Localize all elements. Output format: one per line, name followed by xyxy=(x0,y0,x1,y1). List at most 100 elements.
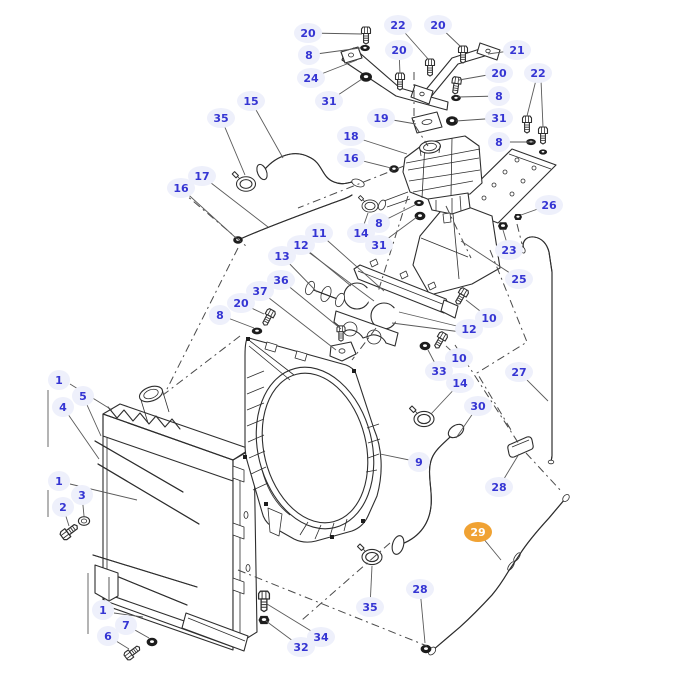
part-callout-8[interactable]: 8 xyxy=(209,305,231,325)
vent-pipe xyxy=(520,236,555,465)
svg-text:15: 15 xyxy=(243,95,258,108)
bolt-22 xyxy=(424,58,436,77)
part-callout-3[interactable]: 3 xyxy=(71,485,93,505)
leader-line xyxy=(302,247,375,302)
svg-text:28: 28 xyxy=(491,481,506,494)
bolt-22 xyxy=(521,115,533,134)
part-callout-31[interactable]: 31 xyxy=(315,91,343,111)
part-callout-22[interactable]: 22 xyxy=(524,63,552,83)
part-callout-10[interactable]: 10 xyxy=(445,348,473,368)
connection-rail-assembly xyxy=(305,258,459,362)
svg-text:8: 8 xyxy=(216,309,224,322)
part-callout-16[interactable]: 16 xyxy=(337,148,365,168)
part-callout-1[interactable]: 1 xyxy=(48,471,70,491)
part-callout-20[interactable]: 20 xyxy=(227,293,255,313)
part-callout-19[interactable]: 19 xyxy=(367,108,395,128)
part-callout-21[interactable]: 21 xyxy=(503,40,531,60)
svg-text:12: 12 xyxy=(461,323,476,336)
leader-line xyxy=(250,100,284,159)
svg-text:2: 2 xyxy=(59,501,67,514)
part-callout-12[interactable]: 12 xyxy=(287,235,315,255)
leader-line xyxy=(259,290,337,351)
part-callout-7[interactable]: 7 xyxy=(115,615,137,635)
svg-text:8: 8 xyxy=(495,136,503,149)
svg-text:13: 13 xyxy=(274,250,289,263)
washer-7 xyxy=(146,637,158,647)
svg-text:16: 16 xyxy=(173,182,189,195)
clamp-35 xyxy=(231,171,257,192)
part-callout-8[interactable]: 8 xyxy=(298,45,320,65)
nut-23 xyxy=(498,222,508,230)
grommet-26 xyxy=(514,213,522,221)
svg-text:20: 20 xyxy=(391,44,407,57)
part-callout-25[interactable]: 25 xyxy=(505,269,533,289)
part-callout-26[interactable]: 26 xyxy=(535,195,563,215)
part-callout-15[interactable]: 15 xyxy=(237,91,265,111)
part-callout-14[interactable]: 14 xyxy=(347,223,375,243)
svg-text:17: 17 xyxy=(194,170,209,183)
part-callout-9[interactable]: 9 xyxy=(408,452,430,472)
part-callout-1[interactable]: 1 xyxy=(92,600,114,620)
part-callout-12[interactable]: 12 xyxy=(455,319,483,339)
svg-text:20: 20 xyxy=(430,19,446,32)
washer xyxy=(538,149,548,155)
part-callout-20[interactable]: 20 xyxy=(385,40,413,60)
part-callout-31[interactable]: 31 xyxy=(365,235,393,255)
part-callout-30[interactable]: 30 xyxy=(464,396,492,416)
clamp-14 xyxy=(408,405,435,428)
part-callout-18[interactable]: 18 xyxy=(337,126,365,146)
part-callout-37[interactable]: 37 xyxy=(246,281,274,301)
svg-text:9: 9 xyxy=(415,456,423,469)
part-callout-31[interactable]: 31 xyxy=(485,108,513,128)
part-callout-2[interactable]: 2 xyxy=(52,497,74,517)
tank-bracket xyxy=(412,199,501,296)
part-callout-28[interactable]: 28 xyxy=(406,579,434,599)
part-callout-24[interactable]: 24 xyxy=(297,68,325,88)
part-callout-6[interactable]: 6 xyxy=(97,626,119,646)
part-callout-8[interactable]: 8 xyxy=(488,132,510,152)
part-callout-20[interactable]: 20 xyxy=(294,23,322,43)
svg-text:35: 35 xyxy=(213,112,228,125)
part-callout-23[interactable]: 23 xyxy=(495,240,523,260)
part-callout-27[interactable]: 27 xyxy=(505,362,533,382)
svg-text:32: 32 xyxy=(293,641,308,654)
part-callout-32[interactable]: 32 xyxy=(287,637,315,657)
expansion-tank xyxy=(377,135,483,224)
part-callout-5[interactable]: 5 xyxy=(72,386,94,406)
part-callout-29-highlighted[interactable]: 29 xyxy=(464,522,492,542)
part-callout-36[interactable]: 36 xyxy=(267,270,295,290)
part-callout-22[interactable]: 22 xyxy=(384,15,412,35)
part-callout-1[interactable]: 1 xyxy=(48,370,70,390)
part-callout-11[interactable]: 11 xyxy=(305,223,333,243)
leader-line xyxy=(113,612,144,618)
svg-text:23: 23 xyxy=(501,244,516,257)
bracket-19 xyxy=(411,111,443,134)
part-callout-34[interactable]: 34 xyxy=(307,627,335,647)
svg-text:11: 11 xyxy=(311,227,326,240)
svg-text:12: 12 xyxy=(293,239,308,252)
part-callout-14[interactable]: 14 xyxy=(446,373,474,393)
grommet-31 xyxy=(360,72,372,82)
part-callout-8[interactable]: 8 xyxy=(368,213,390,233)
part-callout-13[interactable]: 13 xyxy=(268,246,296,266)
washer-8 xyxy=(451,94,461,102)
part-callout-35[interactable]: 35 xyxy=(207,108,235,128)
part-callout-8[interactable]: 8 xyxy=(488,86,510,106)
part-callout-10[interactable]: 10 xyxy=(475,308,503,328)
part-callout-28[interactable]: 28 xyxy=(485,477,513,497)
part-callout-20[interactable]: 20 xyxy=(485,63,513,83)
part-callout-16[interactable]: 16 xyxy=(167,178,195,198)
part-callout-33[interactable]: 33 xyxy=(425,361,453,381)
fan-shroud xyxy=(243,337,382,543)
svg-text:19: 19 xyxy=(373,112,388,125)
part-callout-17[interactable]: 17 xyxy=(188,166,216,186)
part-callout-4[interactable]: 4 xyxy=(52,397,74,417)
bolt-20 xyxy=(449,75,463,96)
bracket-37 xyxy=(329,341,357,362)
lower-plate-36 xyxy=(333,310,399,347)
part-callout-20[interactable]: 20 xyxy=(424,15,452,35)
clamp-35 xyxy=(356,543,383,566)
part-callout-35[interactable]: 35 xyxy=(356,597,384,617)
top-brackets xyxy=(340,42,501,134)
